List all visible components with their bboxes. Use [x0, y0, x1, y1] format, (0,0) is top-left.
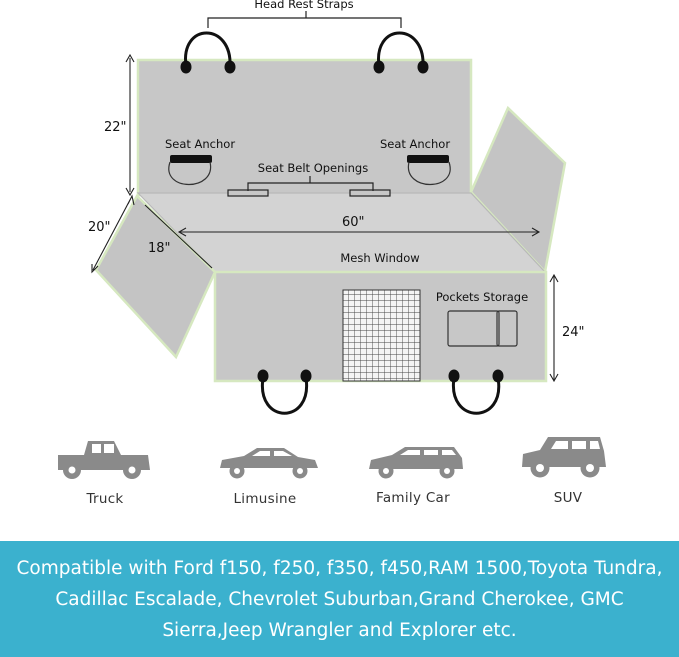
compatibility-banner: Compatible with Ford f150, f250, f350, f… [0, 541, 679, 657]
front-height-dimension-line [549, 273, 559, 383]
label-seat-belt-openings: Seat Belt Openings [258, 161, 368, 175]
sedan-icon [220, 448, 318, 479]
height-back-dimension-line [125, 53, 135, 197]
compatibility-text: Compatible with Ford f150, f250, f350, f… [16, 557, 663, 641]
vehicle-label-suv: SUV [554, 490, 583, 506]
width-seat-dimension-line [177, 227, 541, 237]
label-mesh-window: Mesh Window [340, 251, 419, 265]
label-pockets-storage: Pockets Storage [436, 290, 528, 304]
suv-icon [522, 437, 606, 478]
label-seat-anchor-left: Seat Anchor [165, 137, 235, 151]
seat-belt-openings [227, 176, 391, 197]
dimension-side-flap-height: 20" [88, 220, 111, 235]
label-seat-anchor-right: Seat Anchor [380, 137, 450, 151]
vehicle-label-limusine: Limusine [233, 491, 296, 507]
dimension-width-seat: 60" [342, 215, 365, 230]
dimension-front-height: 24" [562, 325, 585, 340]
back-panel [136, 58, 473, 197]
flap-width-dimension-line [144, 204, 213, 269]
wagon-icon [369, 447, 463, 479]
bottom-straps [257, 369, 504, 415]
dimension-side-flap-width: 18" [148, 241, 171, 256]
mesh-window [342, 289, 421, 382]
side-flap-dimension-line [91, 194, 135, 274]
vehicle-label-truck: Truck [85, 491, 123, 507]
seat-anchors [168, 155, 451, 185]
vehicle-label-family-car: Family Car [376, 490, 450, 506]
truck-icon [58, 441, 150, 479]
dimension-height-back: 22" [104, 120, 127, 135]
head-rest-straps [180, 31, 429, 74]
seat-cover-diagram: Head Rest Straps Seat Anchor Seat Anchor… [58, 0, 606, 507]
pockets-storage [447, 310, 518, 347]
head-rest-bracket [207, 11, 402, 28]
label-head-rest-straps: Head Rest Straps [254, 0, 353, 11]
